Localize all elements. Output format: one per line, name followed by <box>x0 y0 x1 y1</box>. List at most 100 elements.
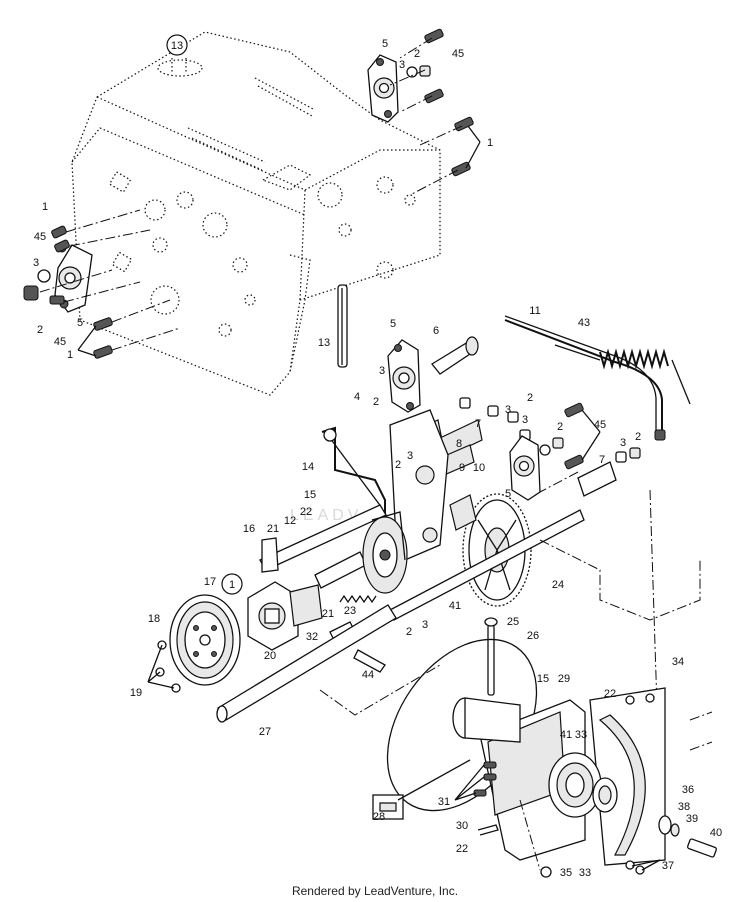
callout-6: 6 <box>433 325 439 337</box>
callout-1-a: 1 <box>487 137 493 149</box>
pin-28 <box>372 794 404 820</box>
cotter-30 <box>477 824 499 836</box>
callout-22-a: 22 <box>300 506 312 518</box>
callout-34: 34 <box>672 656 684 668</box>
callout-2-a: 2 <box>414 48 420 60</box>
bracket-16 <box>261 537 279 573</box>
callout-40: 40 <box>710 827 722 839</box>
callout-3-c: 3 <box>379 365 385 377</box>
callout-circle-1 <box>221 573 243 595</box>
callout-8: 8 <box>456 438 462 450</box>
callout-2-c: 2 <box>373 396 379 408</box>
callout-25: 25 <box>507 616 519 628</box>
callout-35: 35 <box>560 867 572 879</box>
callout-41-a: 41 <box>449 600 461 612</box>
pulley-33 <box>548 752 602 818</box>
callout-38: 38 <box>678 801 690 813</box>
callout-4: 4 <box>354 391 360 403</box>
spring-23 <box>339 594 377 604</box>
callout-3-a: 3 <box>399 59 405 71</box>
bearing-flange-mid <box>387 339 421 413</box>
callout-18: 18 <box>148 613 160 625</box>
callout-17: 17 <box>204 576 216 588</box>
flange-20 <box>247 581 323 651</box>
spring-43 <box>554 344 691 405</box>
callout-21-a: 21 <box>267 523 279 535</box>
callout-2-e: 2 <box>557 421 563 433</box>
friction-hub-15 <box>452 697 521 743</box>
callout-45-c: 45 <box>54 336 66 348</box>
callout-circle-13 <box>166 34 188 56</box>
callout-14: 14 <box>302 461 314 473</box>
callout-45-b: 45 <box>34 231 46 243</box>
callout-3-b: 3 <box>33 257 39 269</box>
callout-11: 11 <box>529 305 540 317</box>
callout-44: 44 <box>362 669 374 681</box>
callout-45-a: 45 <box>452 48 464 60</box>
callout-5-a: 5 <box>382 38 388 50</box>
axis-line-main <box>319 664 441 716</box>
callout-37: 37 <box>662 860 674 872</box>
pulley-17 <box>147 594 241 693</box>
callout-9: 9 <box>459 462 465 474</box>
callout-3-f: 3 <box>620 437 626 449</box>
hex-shaft-12 <box>259 504 408 594</box>
callout-39: 39 <box>686 813 698 825</box>
callout-5-c: 5 <box>390 318 396 330</box>
callout-1-circled: 1 <box>229 579 235 591</box>
callout-2-g: 2 <box>395 459 401 471</box>
callout-26: 26 <box>527 630 539 642</box>
callout-19: 19 <box>130 687 142 699</box>
callout-33-a: 33 <box>575 729 587 741</box>
callout-5-d: 5 <box>505 488 511 500</box>
callout-labels: 13 5 2 45 3 1 1 45 3 2 5 45 1 13 5 6 11 … <box>33 34 722 879</box>
bolts-31 <box>454 761 497 801</box>
callout-24: 24 <box>552 579 564 591</box>
callout-7-b: 7 <box>599 454 605 466</box>
axis-line-rod <box>539 539 701 621</box>
shaft-13 <box>337 284 348 368</box>
footer-credit: Rendered by LeadVenture, Inc. <box>291 884 459 898</box>
bearing-flange-right <box>509 402 661 801</box>
callout-13-b: 13 <box>318 337 330 349</box>
callout-27: 27 <box>259 726 271 738</box>
axis-line-right <box>689 711 713 751</box>
callout-28: 28 <box>373 811 385 823</box>
main-shaft-27 <box>216 604 397 723</box>
bearing-flange-top <box>367 28 481 196</box>
callout-29: 29 <box>558 673 570 685</box>
washer-35 <box>540 866 552 878</box>
drive-frame-34 <box>589 687 666 866</box>
watermark-text: LEADV <box>290 507 362 524</box>
hub-36 <box>592 777 618 813</box>
gearbox-housing <box>71 31 441 396</box>
leader-28 <box>397 759 471 801</box>
shift-lever-14 <box>321 409 449 561</box>
callout-7-a: 7 <box>475 418 481 430</box>
callout-43: 43 <box>578 317 590 329</box>
callout-3-g: 3 <box>407 450 413 462</box>
callout-31: 31 <box>438 796 450 808</box>
pin-25 <box>484 617 498 696</box>
callout-23: 23 <box>344 605 356 617</box>
callout-21-b: 21 <box>322 608 334 620</box>
rod-11 <box>504 315 666 441</box>
shaft-6 <box>431 336 479 375</box>
callout-41-b: 41 <box>560 729 572 741</box>
callout-20: 20 <box>264 650 276 662</box>
callout-10: 10 <box>473 462 485 474</box>
callout-3-e: 3 <box>522 414 528 426</box>
callout-22-c: 22 <box>456 843 468 855</box>
callout-33-b: 33 <box>579 867 591 879</box>
callout-3-h: 3 <box>422 619 428 631</box>
callout-2-f: 2 <box>635 431 641 443</box>
callout-30: 30 <box>456 820 468 832</box>
callout-3-d: 3 <box>505 404 511 416</box>
bolt-set-left <box>23 209 181 359</box>
callout-1-c: 1 <box>67 349 73 361</box>
axis-line-lower <box>519 799 541 871</box>
callout-5-b: 5 <box>77 317 83 329</box>
callout-45-d: 45 <box>594 419 606 431</box>
callout-16: 16 <box>243 523 255 535</box>
